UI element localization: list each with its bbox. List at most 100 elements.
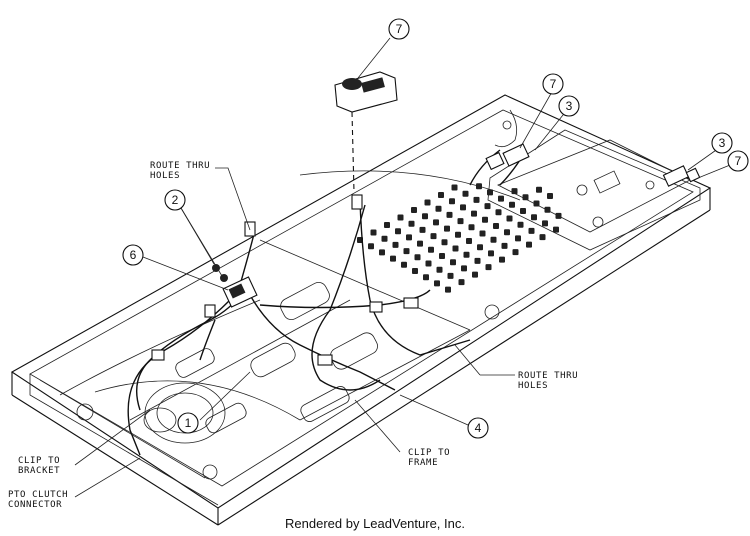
perforation-hole xyxy=(553,226,559,233)
perforation-hole xyxy=(461,265,467,272)
perforation-hole xyxy=(477,244,483,251)
callouts: 7 7 3 3 7 2 6 1 xyxy=(122,18,749,439)
perforation-hole xyxy=(522,194,529,201)
perforation-hole xyxy=(463,251,470,258)
svg-text:4: 4 xyxy=(475,421,482,435)
perforation-hole xyxy=(520,208,526,214)
perforation-hole xyxy=(401,261,407,268)
perforation-hole xyxy=(544,206,551,213)
callout-7-right: 7 xyxy=(727,150,749,172)
perforation-hole xyxy=(451,184,458,191)
perforation-hole xyxy=(473,196,480,203)
perforation-hole xyxy=(419,226,426,233)
perforation-hole xyxy=(406,234,412,241)
svg-text:7: 7 xyxy=(735,154,742,168)
perforation-hole xyxy=(390,255,396,262)
svg-text:1: 1 xyxy=(185,416,192,430)
relay-module xyxy=(222,276,258,308)
perforation-hole xyxy=(466,238,472,244)
callout-5: 7 xyxy=(388,18,410,40)
perforation-hole xyxy=(539,234,546,241)
perforation-hole xyxy=(498,195,504,202)
route-thru-holes-top-line1: ROUTE THRU xyxy=(150,161,210,171)
perforation-hole xyxy=(384,222,390,228)
render-credit: Rendered by LeadVenture, Inc. xyxy=(285,516,465,531)
perforation-hole xyxy=(447,272,454,279)
svg-text:6: 6 xyxy=(130,248,137,262)
ignition-switch xyxy=(334,71,398,193)
perforation-hole xyxy=(506,215,513,222)
perforation-hole xyxy=(533,200,540,207)
perforation-hole xyxy=(395,228,401,235)
perforation-hole xyxy=(424,199,431,206)
clip-to-frame-line1: CLIP TO xyxy=(408,448,450,458)
perforation-hole xyxy=(536,186,542,193)
perforation-hole xyxy=(455,231,461,238)
perforation-hole xyxy=(412,268,418,274)
perforation-hole xyxy=(493,223,499,229)
perforation-hole xyxy=(436,266,443,273)
clip-to-bracket-line2: BRACKET xyxy=(18,466,60,476)
annotations: ROUTE THRU HOLES ROUTE THRU HOLES CLIP T… xyxy=(8,161,578,510)
perforation-hole xyxy=(471,210,477,217)
perforation-hole xyxy=(509,201,515,208)
svg-text:2: 2 xyxy=(172,193,179,207)
perforation-hole xyxy=(511,188,518,195)
perforation-hole xyxy=(445,286,451,293)
perforation-hole xyxy=(474,257,481,264)
perforation-hole xyxy=(528,227,535,234)
perforation-hole xyxy=(370,229,377,236)
perforation-hole xyxy=(403,248,410,255)
perforation-hole xyxy=(430,233,437,240)
perforation-hole xyxy=(458,279,465,286)
perforation-hole xyxy=(446,211,453,218)
svg-text:7: 7 xyxy=(396,22,403,36)
leader-lines xyxy=(74,37,736,498)
perforation-hole xyxy=(495,209,502,216)
perforation-hole xyxy=(526,241,532,248)
perforation-hole xyxy=(411,207,417,213)
route-thru-holes-right-line2: HOLES xyxy=(518,381,548,391)
perforation-hole xyxy=(542,220,548,227)
perforation-hole xyxy=(547,193,553,199)
callout-2: 2 xyxy=(164,189,186,211)
perforation-hole xyxy=(460,204,466,211)
perforation-hole xyxy=(422,213,428,220)
svg-text:3: 3 xyxy=(566,99,573,113)
perforation-hole xyxy=(504,229,510,236)
perforation-hole xyxy=(379,249,385,256)
perforation-hole xyxy=(449,198,455,205)
perforation-hole xyxy=(501,242,508,249)
perforation-hole xyxy=(417,240,423,247)
pto-clutch-connector-line1: PTO CLUTCH xyxy=(8,490,68,500)
perforation-hole xyxy=(441,239,448,246)
harness-connectors xyxy=(151,194,419,366)
perforation-hole xyxy=(423,274,429,281)
route-thru-holes-top-line2: HOLES xyxy=(150,171,180,181)
perforation-hole xyxy=(485,264,492,271)
components xyxy=(151,71,701,366)
callout-3-top: 3 xyxy=(558,95,580,117)
perforation-hole xyxy=(392,241,399,248)
callout-4: 4 xyxy=(467,417,489,439)
perforation-hole xyxy=(490,236,497,243)
pto-clutch-connector-line2: CONNECTOR xyxy=(8,500,62,510)
clip-to-frame-line2: FRAME xyxy=(408,458,438,468)
perforation-hole xyxy=(397,214,404,221)
perforation-hole xyxy=(531,214,537,221)
svg-text:3: 3 xyxy=(719,136,726,150)
perforation-hole xyxy=(484,203,491,210)
perforation-hole xyxy=(444,225,450,232)
perforation-hole xyxy=(434,280,440,287)
perforation-hole xyxy=(435,205,442,212)
perforation-hole xyxy=(381,235,388,242)
perforation-hole xyxy=(368,243,374,250)
perforation-hole xyxy=(512,249,519,256)
perforation-hole xyxy=(457,218,464,225)
perforation-hole xyxy=(408,220,415,227)
perforation-hole xyxy=(517,221,524,228)
perforation-hole xyxy=(439,253,445,259)
route-thru-holes-right-line1: ROUTE THRU xyxy=(518,371,578,381)
perforation-hole xyxy=(482,216,488,223)
svg-text:7: 7 xyxy=(550,77,557,91)
